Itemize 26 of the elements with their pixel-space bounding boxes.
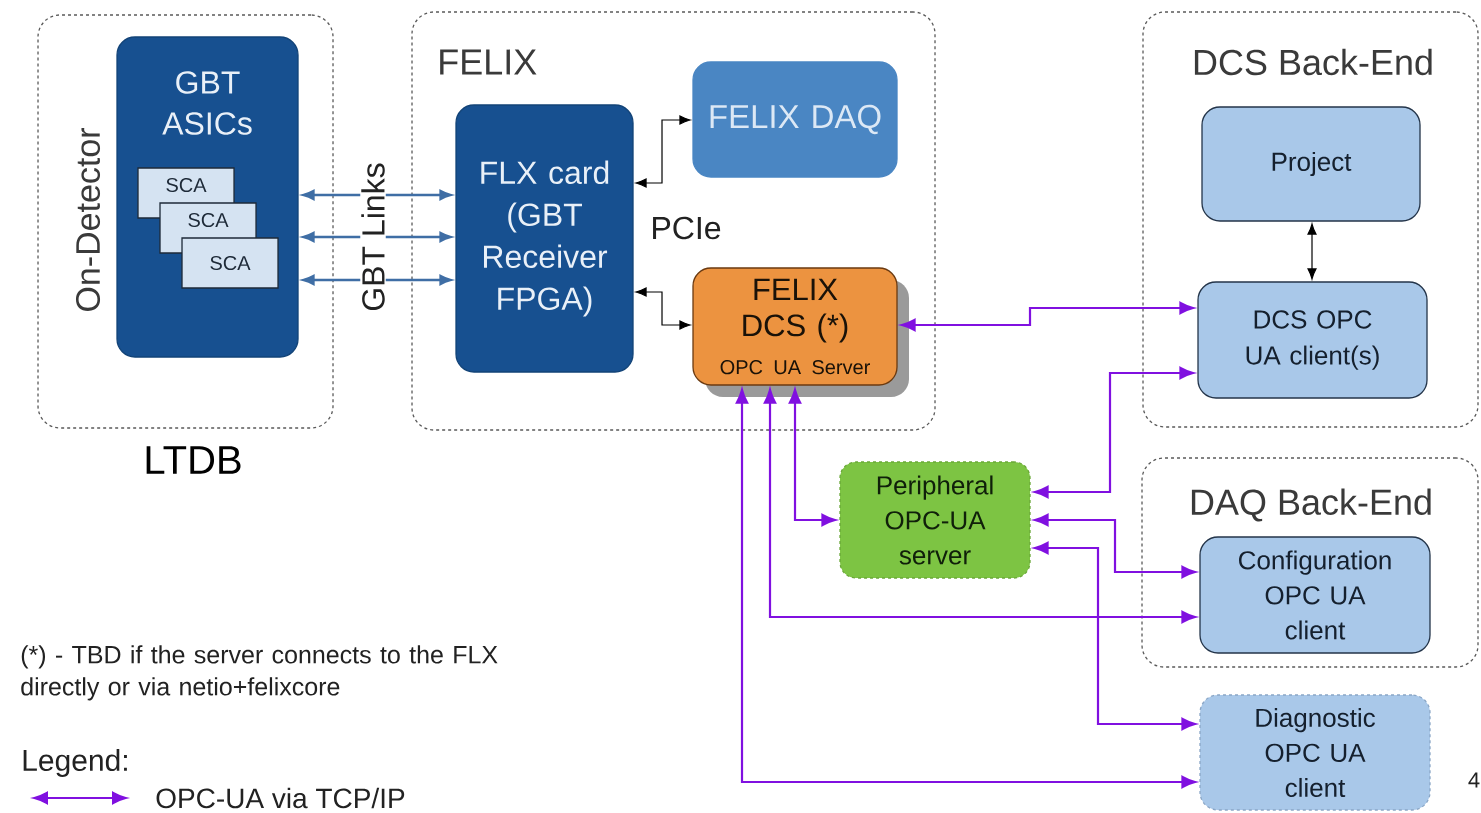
client-box: Configuration OPC UA client <box>1199 536 1431 654</box>
component-box: FELIX DAQ <box>692 61 898 178</box>
connector-arrow <box>1033 541 1197 731</box>
page-number: 4 <box>1468 772 1480 788</box>
footnote: (*) - TBD if the server connects to the FLX directly or via netio+felixcore <box>21 645 498 701</box>
legend-heading: Legend: <box>23 749 127 777</box>
legend-label: OPC-UA via TCP/IP <box>156 787 405 809</box>
connector-arrow <box>1307 223 1317 280</box>
connector-arrow <box>735 388 1197 789</box>
client-box: Diagnostic OPC UA client <box>1199 694 1431 811</box>
connector-arrow <box>635 287 691 330</box>
client-box: DCS OPC UA client(s) <box>1197 281 1428 399</box>
node-label: LTDB <box>146 446 241 474</box>
server-box: FELIX DCS (*) OPC UA Server <box>692 267 909 397</box>
bus-label: PCIe <box>653 216 721 240</box>
connector-arrow <box>763 388 1197 624</box>
server-box: Peripheral OPC-UA server <box>839 461 1031 579</box>
connector-arrow <box>900 301 1195 332</box>
connector-arrow <box>1033 513 1197 579</box>
component-box: FLX card (GBT Receiver FPGA) <box>455 104 634 373</box>
connector-arrow <box>1033 366 1195 499</box>
link-label: GBT Links <box>360 161 386 313</box>
connector-arrow <box>788 388 837 527</box>
chip-box: SCA <box>181 237 279 289</box>
client-box: Project <box>1201 106 1421 222</box>
connector-arrow <box>635 115 691 188</box>
